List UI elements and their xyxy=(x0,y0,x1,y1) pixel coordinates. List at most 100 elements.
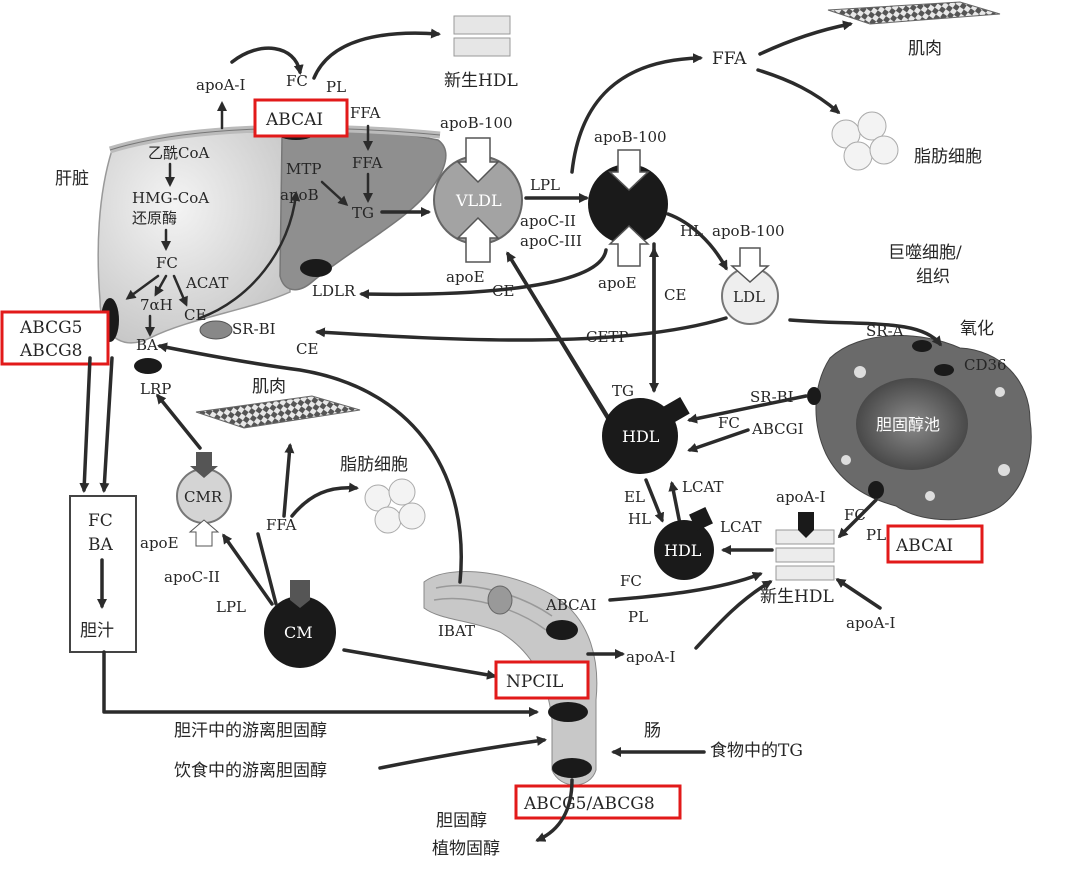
small-hdl-label: HDL xyxy=(664,541,702,560)
macrophage-fc2-label: FC xyxy=(844,506,866,524)
muscle-mid-image xyxy=(195,395,361,429)
abcgi-label: ABCGI xyxy=(751,420,804,438)
liver-apoa1-label: apoA-I xyxy=(196,76,245,94)
idl-apoe-label: apoE xyxy=(598,274,637,292)
transporter-sr-bi xyxy=(199,320,233,340)
npc1l-label: NPCIL xyxy=(506,672,563,692)
ibat-label: IBAT xyxy=(438,622,475,640)
excreted-cholesterol-label: 胆固醇 xyxy=(436,811,487,831)
abcai-top-label: ABCAI xyxy=(265,110,323,130)
intestine-abcai-transporter xyxy=(546,620,578,640)
lrp-label: LRP xyxy=(140,380,171,398)
idl-ce-label: CE xyxy=(492,282,514,300)
intestine-abcai-label: ABCAI xyxy=(545,596,596,614)
cmr-apoe-label: apoE xyxy=(140,534,179,552)
liver-ba-label: BA xyxy=(136,336,158,354)
excreted-phytosterol-label: 植物固醇 xyxy=(432,839,500,859)
liver-efflux-arrows xyxy=(230,28,441,80)
intestine: IBAT ABCAI FC PL apoA-I NPCIL 肠 食物中的TG 胆… xyxy=(157,342,803,859)
bile-fc-label: FC xyxy=(88,511,113,531)
abcg5-abcg8-highlight xyxy=(0,310,110,366)
seven-alpha-h-label: 7αH xyxy=(140,296,173,314)
macrophage-title-2: 组织 xyxy=(916,267,950,287)
muscle-top-image xyxy=(827,1,1001,25)
acetyl-coa-label: 乙酰CoA xyxy=(148,144,210,162)
hdl-tg-label: TG xyxy=(612,382,634,400)
adipocyte-mid-label: 脂肪细胞 xyxy=(340,455,408,475)
ffa-top-right: FFA 肌肉 脂肪细胞 xyxy=(712,1,1001,171)
abcg5-abcg8-transporter xyxy=(552,758,592,778)
adipocyte-top-label: 脂肪细胞 xyxy=(914,147,982,167)
sr-bi-label: SR-BI xyxy=(232,320,276,338)
muscle-top-label: 肌肉 xyxy=(908,39,942,59)
vldl-apoe-label: apoE xyxy=(446,268,485,286)
bile-label: 胆汁 xyxy=(80,621,114,641)
transporter-lrp xyxy=(134,358,162,374)
intestine-pl-label: PL xyxy=(628,608,648,626)
cetp-label: CETP xyxy=(586,328,629,346)
macrophage-sr-bi-receptor xyxy=(807,387,821,405)
nascent-apoa1-bottom-label: apoA-I xyxy=(846,614,895,632)
nascent-hdl-right-label: 新生HDL xyxy=(760,587,834,607)
liver: 肝脏 乙酰CoA HMG-CoA 还原酶 FC ACAT 7αH CE BA M… xyxy=(0,72,447,398)
acat-label: ACAT xyxy=(185,274,228,292)
apoc2-label: apoC-II xyxy=(520,212,576,230)
npc1l-transporter xyxy=(548,702,588,722)
el-label: EL xyxy=(624,488,645,506)
cd36-label: CD36 xyxy=(964,356,1007,374)
lipoprotein-arrows: CE CE CETP xyxy=(315,53,728,434)
abcai-right-label: ABCAI xyxy=(895,536,953,556)
small-hdl: HDL LCAT xyxy=(654,507,774,580)
liver-fc-label: FC xyxy=(156,254,178,272)
abcg5-abcg8-intestine-highlight xyxy=(514,784,682,820)
mature-hdl-label: HDL xyxy=(622,427,660,446)
abcai-right-highlight xyxy=(886,524,984,564)
macrophage-abcai-receptor xyxy=(868,481,884,499)
cm-apoc2-label: apoC-II xyxy=(164,568,220,586)
gut-label: 肠 xyxy=(644,721,661,741)
liver-internal-arrows xyxy=(125,101,431,337)
liver-top-membrane-line xyxy=(109,127,441,151)
top-fc-label: FC xyxy=(286,72,308,90)
lcat-left-label: LCAT xyxy=(720,518,761,536)
cm-lpl-label: LPL xyxy=(216,598,246,616)
adipocyte-mid-image xyxy=(364,478,426,534)
vldl-label: VLDL xyxy=(455,191,502,210)
cm-particle xyxy=(264,596,336,668)
ce-vertical-label: CE xyxy=(664,286,686,304)
reductase-label: 还原酶 xyxy=(132,209,177,227)
macrophage-pl-label: PL xyxy=(866,526,886,544)
hl-label: HL xyxy=(680,222,703,240)
nascent-hdl-top: 新生HDL xyxy=(444,15,518,91)
vldl-particle: VLDL apoB-100 apoE xyxy=(433,114,523,286)
top-ffa-label: FFA xyxy=(350,104,381,122)
macrophage-title-1: 巨噬细胞/ xyxy=(888,243,962,263)
intestine-apoa1-label: apoA-I xyxy=(626,648,675,666)
cmr-label: CMR xyxy=(184,488,223,506)
transporter-ldlr xyxy=(300,259,332,277)
idl-apob100-label: apoB-100 xyxy=(594,128,667,146)
vldl-lpl-arrow-group: LPL apoC-II apoC-III xyxy=(520,176,589,250)
liver-ce-label: CE xyxy=(184,306,206,324)
intestine-fc-label: FC xyxy=(620,572,642,590)
mtp-label: MTP xyxy=(286,160,321,178)
ffa-right-label: FFA xyxy=(712,49,747,69)
top-pl-label: PL xyxy=(326,78,346,96)
mature-hdl: HDL TG SR-BI FC ABCGI EL HL LCAT xyxy=(602,382,808,528)
nascent-hdl-right: 新生HDL apoA-I FC PL ABCAI apoA-I xyxy=(760,488,984,632)
sr-bi-ce-label: CE xyxy=(296,340,318,358)
abcg5-abcg8-intestine-label: ABCG5/ABCG8 xyxy=(523,794,655,814)
nascent-hdl-top-label: 新生HDL xyxy=(444,71,518,91)
ibat-transporter xyxy=(487,585,513,615)
diet-free-chol-label: 饮食中的游离胆固醇 xyxy=(174,761,327,781)
liver-ffa-label: FFA xyxy=(352,154,383,172)
ldl-particle: LDL apoB-100 HL xyxy=(680,222,785,325)
vldl-apob100-label: apoB-100 xyxy=(440,114,513,132)
hl-lower-label: HL xyxy=(628,510,651,528)
lcat-up-label: LCAT xyxy=(682,478,723,496)
bile-box: FC BA 胆汁 xyxy=(69,356,539,717)
nascent-apoa1-label: apoA-I xyxy=(776,488,825,506)
adipocyte-top-image xyxy=(831,111,899,171)
